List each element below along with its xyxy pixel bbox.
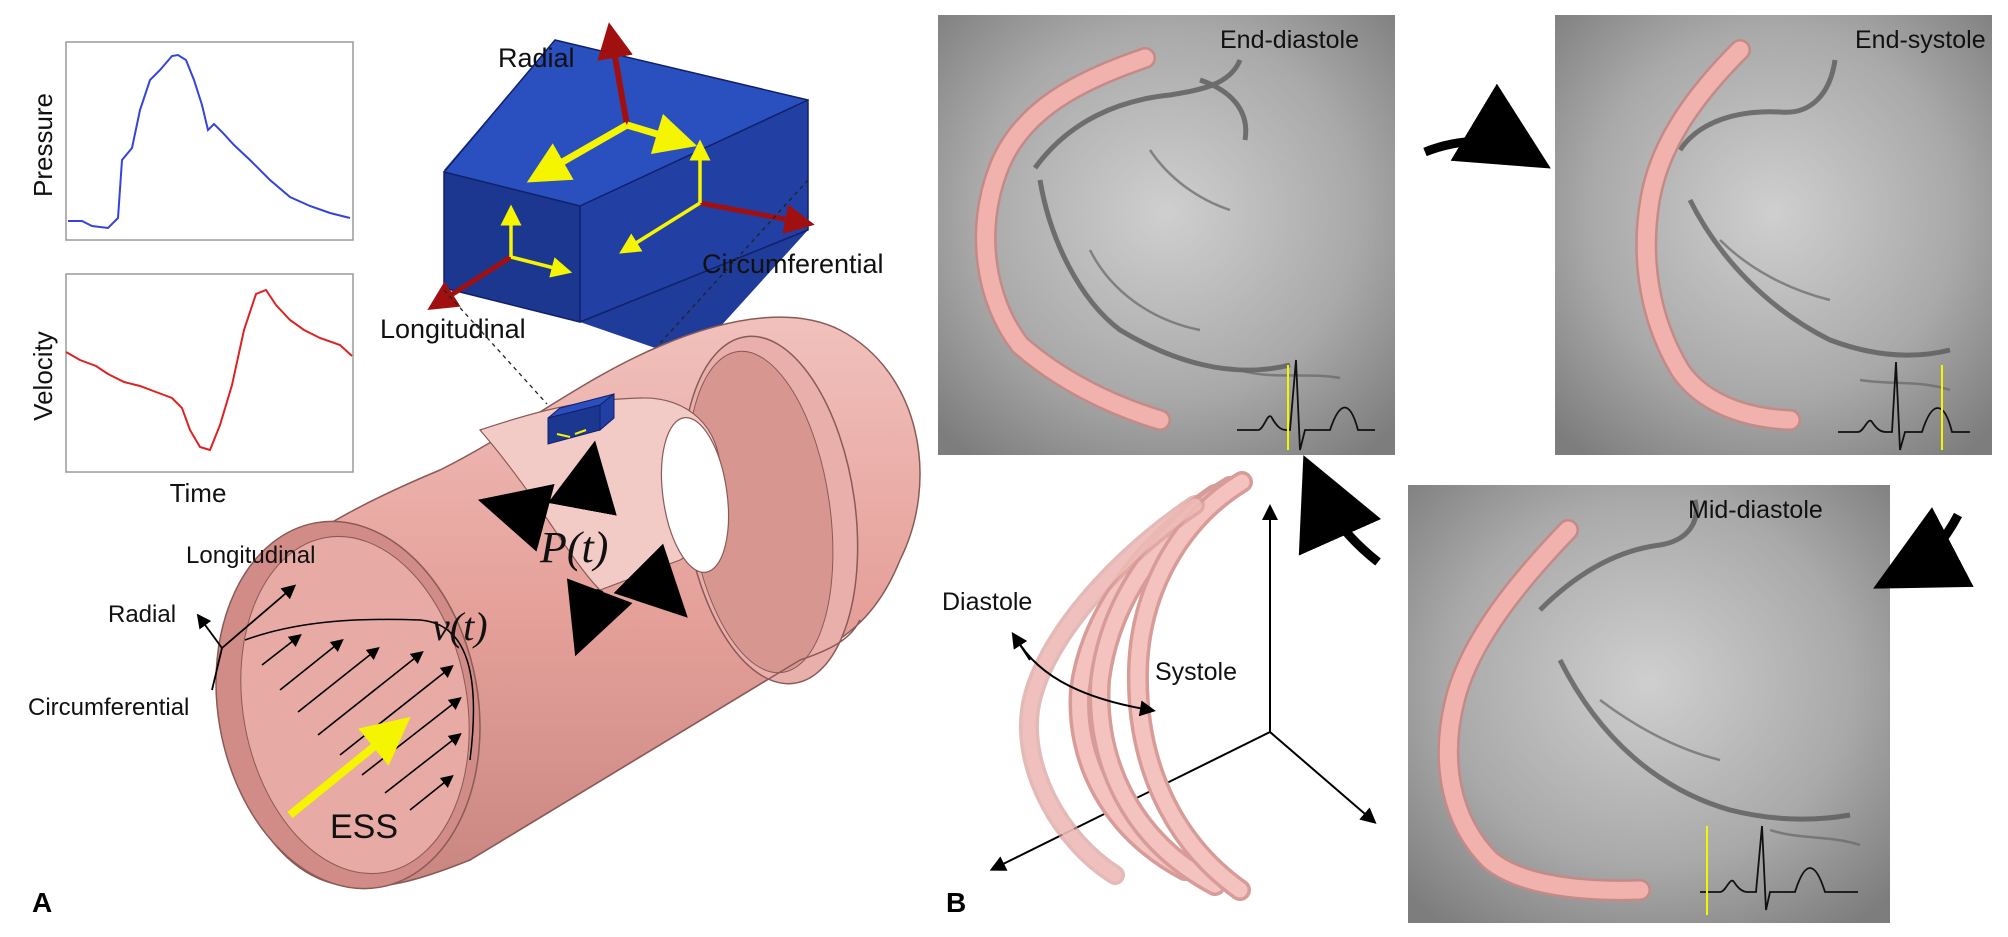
panel-b-letter: B xyxy=(946,887,966,918)
vessel-motion-3d: Diastole Systole xyxy=(942,471,1377,901)
cycle-arrows xyxy=(1298,83,1974,589)
time-axis-label: Time xyxy=(170,478,227,508)
velocity-symbol: v(t) xyxy=(432,604,488,649)
box-longitudinal-label: Longitudinal xyxy=(380,314,526,344)
box-circumferential-label: Circumferential xyxy=(702,249,884,279)
vessel-circumferential-label: Circumferential xyxy=(28,694,189,721)
pressure-axis-label: Pressure xyxy=(28,93,58,197)
stress-block: Radial Circumferential Longitudinal xyxy=(380,22,884,360)
ess-label: ESS xyxy=(330,808,398,846)
panel-a-letter: A xyxy=(32,887,52,918)
panel-a: Pressure Velocity Time xyxy=(28,22,921,918)
angio-mid-diastole: Mid-diastole xyxy=(1408,485,1890,923)
mid-diastole-label: Mid-diastole xyxy=(1688,496,1823,524)
box-radial-label: Radial xyxy=(498,43,575,73)
angio-end-systole: End-systole xyxy=(1555,15,1992,455)
panel-b: End-diastole End-systole xyxy=(938,15,1992,923)
pressure-symbol: P(t) xyxy=(539,523,608,572)
velocity-plot: Velocity Time xyxy=(28,273,354,508)
pressure-plot: Pressure xyxy=(28,41,354,241)
angio-end-diastole: End-diastole xyxy=(938,15,1395,455)
end-diastole-label: End-diastole xyxy=(1220,26,1359,54)
vessel-longitudinal-label: Longitudinal xyxy=(186,542,315,569)
systole-label: Systole xyxy=(1155,658,1237,686)
diastole-label: Diastole xyxy=(942,588,1032,616)
end-systole-label: End-systole xyxy=(1855,26,1986,54)
velocity-axis-label: Velocity xyxy=(28,331,58,421)
vessel-segment: Longitudinal Radial Circumferential P(t)… xyxy=(28,316,921,890)
vessel-radial-label: Radial xyxy=(108,601,176,628)
